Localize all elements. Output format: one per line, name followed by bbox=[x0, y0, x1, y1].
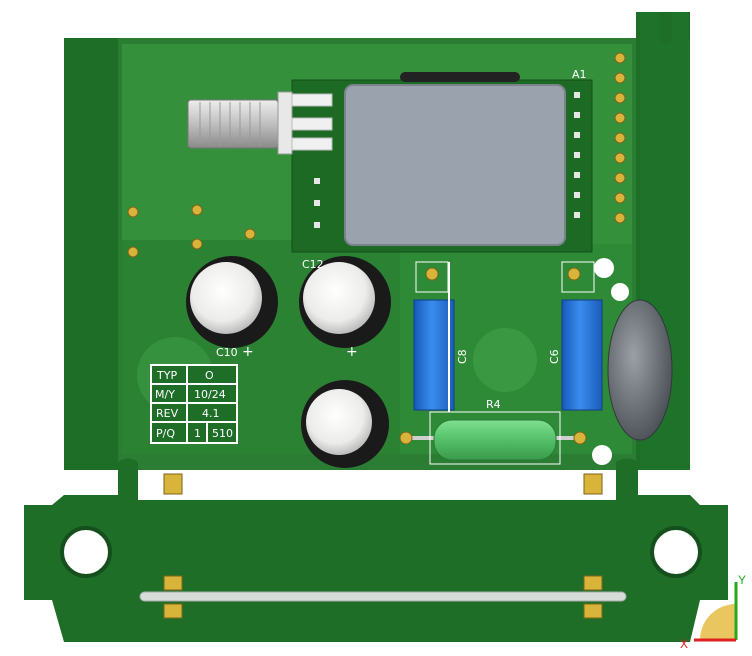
film-capacitor-c8: C8 bbox=[413, 261, 469, 412]
label-value2-pq: 510 bbox=[212, 427, 233, 440]
capacitor-c10: C10 + bbox=[186, 256, 278, 360]
label-key-pq: P/Q bbox=[156, 427, 175, 440]
c12-designator: C12 bbox=[302, 258, 324, 271]
label-value-my: 10/24 bbox=[194, 388, 226, 401]
r4-designator: R4 bbox=[486, 398, 501, 411]
x-axis-label: X bbox=[680, 637, 688, 651]
c8-designator: C8 bbox=[456, 349, 469, 364]
c12-polarity: + bbox=[346, 344, 358, 360]
label-key-typ: TYP bbox=[156, 369, 177, 382]
varistor bbox=[592, 258, 673, 465]
module-a1: A1 bbox=[291, 68, 593, 253]
capacitor-lower bbox=[301, 380, 389, 468]
c6-designator: C6 bbox=[548, 349, 561, 364]
module-designator: A1 bbox=[572, 68, 587, 81]
label-value-pq: 1 bbox=[194, 427, 201, 440]
axis-triad-icon: Y X bbox=[680, 573, 746, 651]
label-key-my: M/Y bbox=[155, 388, 175, 401]
label-key-rev: REV bbox=[156, 407, 179, 420]
edge-pads bbox=[163, 473, 603, 619]
c10-polarity: + bbox=[242, 344, 254, 360]
label-value-rev: 4.1 bbox=[202, 407, 220, 420]
sma-connector-icon bbox=[187, 91, 333, 155]
label-table: TYP O M/Y 10/24 REV 4.1 P/Q 1 510 bbox=[150, 364, 238, 444]
label-value-typ: O bbox=[205, 369, 214, 382]
c10-designator: C10 bbox=[216, 346, 238, 359]
header-pins bbox=[614, 52, 626, 224]
resistor-r4: R4 bbox=[399, 398, 587, 465]
capacitor-c12: C12 + bbox=[299, 256, 391, 360]
vias bbox=[127, 204, 256, 258]
y-axis-label: Y bbox=[738, 573, 746, 587]
film-capacitor-c6: C6 bbox=[548, 261, 603, 411]
